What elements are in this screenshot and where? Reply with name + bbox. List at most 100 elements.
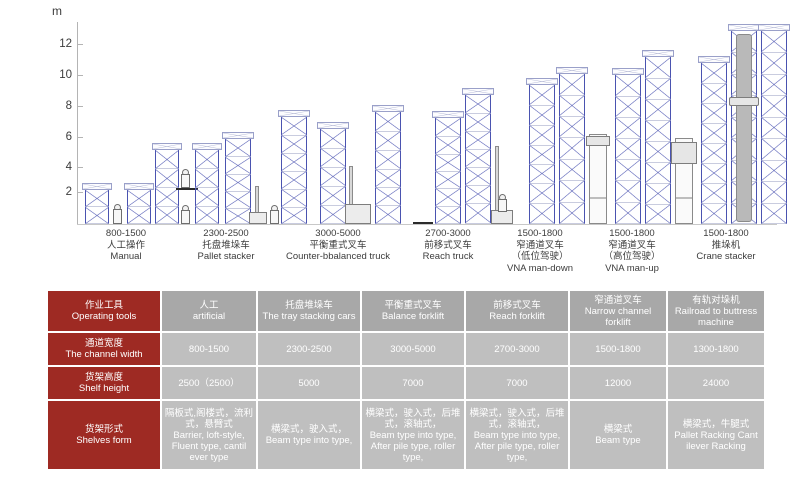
table-column-header-reach-forklift: 前移式叉车 Reach forklift xyxy=(466,291,568,331)
rack-tower-pallet-1 xyxy=(222,132,254,224)
worker-figure xyxy=(113,204,122,224)
y-tick-mark-4 xyxy=(78,167,83,168)
y-tick-label-4: 4 xyxy=(65,161,72,173)
row-header-cn: 货架形式 xyxy=(84,423,123,435)
x-label-cn: 人工操作 xyxy=(106,239,145,251)
rack-cap-icon xyxy=(278,110,310,117)
y-tick-mark-12 xyxy=(78,44,83,45)
counterbalanced-forklift xyxy=(345,204,371,224)
rack-cap-icon xyxy=(642,50,674,57)
cell-shelf-height-balance-forklift: 7000 xyxy=(362,367,464,399)
chart-baseline xyxy=(77,224,777,225)
x-label-group-vna-man-up: 1500-1800 窄通道叉车 （高位驾驶） VNA man-up xyxy=(580,228,684,274)
rack-cap-icon xyxy=(317,122,349,129)
cell-channel-width-balance-forklift: 3000-5000 xyxy=(362,333,464,365)
rack-tower-manual-2 xyxy=(124,183,154,224)
x-label-en: Manual xyxy=(110,251,142,262)
cell-shelf-height-tray-stacking: 5000 xyxy=(258,367,360,399)
worker-figure-upper xyxy=(181,169,190,188)
rack-height-chart: m 12 10 8 6 4 2 xyxy=(52,4,790,274)
x-label-range: 1500-1800 xyxy=(517,228,563,239)
y-tick-label-8: 8 xyxy=(65,100,72,112)
column-header-cn: 人工 xyxy=(199,300,219,311)
y-tick-label-10: 10 xyxy=(59,69,72,81)
table-column-header-narrow-channel-forklift: 窄通道叉车 Narrow channel forklift xyxy=(570,291,666,331)
rack-tower-reach-1 xyxy=(432,111,464,224)
vna-up-operator-cab xyxy=(671,142,697,164)
x-label-range: 3000-5000 xyxy=(315,228,361,239)
rack-tower-vna-up-1 xyxy=(612,68,644,224)
table-column-header-tray-stacking-cars: 托盘堆垛车 The tray stacking cars xyxy=(258,291,360,331)
cell-shelves-form-balance-forklift: 横梁式，驶入式，后堆式，滚轴式， Beam type into type, Af… xyxy=(362,401,464,469)
x-label-mode: （高位驾驶） xyxy=(603,251,661,262)
x-label-range: 1500-1800 xyxy=(703,228,749,239)
column-header-en: Railroad to buttress machine xyxy=(674,305,758,328)
rack-cap-icon xyxy=(612,68,644,75)
rack-cap-icon xyxy=(82,183,112,190)
rack-tower-counterbalance-2 xyxy=(372,105,404,224)
x-label-en: Pallet stacker xyxy=(197,251,255,262)
row-header-cn: 货架高度 xyxy=(84,371,123,383)
specification-table: 作业工具 Operating tools 人工 artificial 托盘堆垛车… xyxy=(46,289,764,477)
rack-cap-icon xyxy=(124,183,154,190)
cell-channel-width-narrow-channel: 1500-1800 xyxy=(570,333,666,365)
column-header-cn: 有轨对垛机 xyxy=(692,294,740,306)
cell-en: Beam type xyxy=(595,435,641,446)
cell-cn: 横梁式 xyxy=(603,424,633,435)
x-label-en: VNA man-up xyxy=(605,262,659,274)
rack-tower-reach-2 xyxy=(462,88,494,224)
cell-en: Pallet Racking Cant ilever Racking xyxy=(674,429,758,452)
column-header-en: Narrow channel forklift xyxy=(584,305,652,328)
rack-cap-icon xyxy=(372,105,404,112)
cell-shelf-height-reach-forklift: 7000 xyxy=(466,367,568,399)
column-header-en: The tray stacking cars xyxy=(262,311,356,322)
y-axis-line xyxy=(77,22,78,225)
reach-truck-vehicle xyxy=(491,210,513,224)
cell-cn: 横梁式，驶入式， xyxy=(270,424,347,435)
rack-tower-counterbalance-1 xyxy=(317,122,349,224)
x-label-cn: 平衡重式叉车 xyxy=(309,239,367,251)
row-header-shelves-form: 货架形式 Shelves form xyxy=(48,401,160,469)
row-header-channel-width: 通道宽度 The channel width xyxy=(48,333,160,365)
x-label-en: Crane stacker xyxy=(696,251,756,262)
rack-tower-manual-3 xyxy=(152,143,182,224)
table-header-row: 作业工具 Operating tools 人工 artificial 托盘堆垛车… xyxy=(48,291,764,331)
cell-shelf-height-railroad: 24000 xyxy=(668,367,764,399)
cell-shelves-form-artificial: 隔板式,阁楼式，流利式，悬臂式 Barrier, loft-style, Flu… xyxy=(162,401,256,469)
cell-en: Beam type into type, After pile type, ro… xyxy=(369,429,457,463)
rack-tower-vna-down-1 xyxy=(526,78,558,224)
y-tick-label-6: 6 xyxy=(65,131,72,143)
cell-cn: 横梁式，驶入式，后堆式，滚轴式， xyxy=(469,407,565,430)
rack-cap-icon xyxy=(432,111,464,118)
rack-tower-manual-1 xyxy=(82,183,112,224)
table-row-channel-width: 通道宽度 The channel width 800-1500 2300-250… xyxy=(48,333,764,365)
y-tick-mark-10 xyxy=(78,75,83,76)
vna-down-carriage xyxy=(586,136,610,146)
x-label-en: Reach truck xyxy=(422,251,474,262)
header-corner-cn: 作业工具 xyxy=(84,299,123,311)
rack-tower-manual-4 xyxy=(192,143,222,224)
pallet-stacker-vehicle xyxy=(249,212,267,224)
rack-tower-crane-3 xyxy=(758,24,790,224)
x-label-en: Counter-bbalanced truck xyxy=(285,251,391,262)
x-label-range: 800-1500 xyxy=(105,228,147,239)
cell-shelf-height-narrow-channel: 12000 xyxy=(570,367,666,399)
y-tick-label-2: 2 xyxy=(65,186,72,198)
cell-cn: 隔板式,阁楼式，流利式，悬臂式 xyxy=(164,407,254,430)
cell-channel-width-railroad: 1300-1800 xyxy=(668,333,764,365)
cell-channel-width-tray-stacking: 2300-2500 xyxy=(258,333,360,365)
cell-shelves-form-tray-stacking: 横梁式，驶入式， Beam type into type, xyxy=(258,401,360,469)
cell-shelves-form-reach-forklift: 横梁式，驶入式，后堆式，滚轴式， Beam type into type, Af… xyxy=(466,401,568,469)
column-header-cn: 窄通道叉车 xyxy=(594,294,642,306)
operator-figure xyxy=(270,205,279,224)
rack-cap-icon xyxy=(698,56,730,63)
x-label-range: 1500-1800 xyxy=(609,228,655,239)
cell-en: Beam type into type, xyxy=(265,435,353,446)
crane-stacker-carriage xyxy=(729,97,759,106)
x-label-group-counterbalanced: 3000-5000 平衡重式叉车 Counter-bbalanced truck xyxy=(275,228,401,263)
x-label-cn: 窄通道叉车 xyxy=(516,239,564,251)
rack-cap-icon xyxy=(526,78,558,85)
x-label-group-manual: 800-1500 人工操作 Manual xyxy=(78,228,174,263)
y-axis-unit-label: m xyxy=(52,4,62,18)
